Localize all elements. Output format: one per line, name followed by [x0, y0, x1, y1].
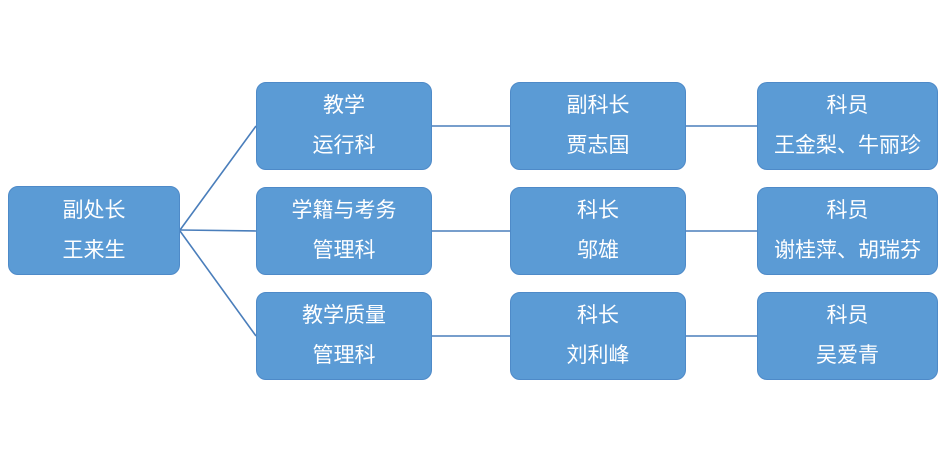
- node-dept-teaching-operation[interactable]: 教学 运行科: [256, 82, 432, 170]
- node-subtitle: 管理科: [312, 344, 376, 367]
- node-person: 谢桂萍、胡瑞芬: [774, 239, 921, 262]
- node-person: 王来生: [62, 238, 126, 262]
- node-leader-section-chief-row3[interactable]: 科长 刘利峰: [510, 292, 686, 380]
- node-title: 副处长: [62, 198, 126, 222]
- node-dept-registration-exam[interactable]: 学籍与考务 管理科: [256, 187, 432, 275]
- node-staff-row2[interactable]: 科员 谢桂萍、胡瑞芬: [757, 187, 938, 275]
- node-person: 王金梨、牛丽珍: [774, 134, 921, 157]
- node-title: 科长: [577, 304, 619, 327]
- node-subtitle: 管理科: [312, 239, 376, 262]
- node-person: 邬雄: [577, 239, 619, 262]
- node-subtitle: 运行科: [312, 134, 376, 157]
- node-staff-row3[interactable]: 科员 吴爱青: [757, 292, 938, 380]
- node-dept-teaching-quality[interactable]: 教学质量 管理科: [256, 292, 432, 380]
- node-staff-row1[interactable]: 科员 王金梨、牛丽珍: [757, 82, 938, 170]
- node-leader-section-chief-row2[interactable]: 科长 邬雄: [510, 187, 686, 275]
- node-person: 贾志国: [566, 134, 630, 157]
- node-person: 吴爱青: [816, 344, 879, 367]
- node-title: 学籍与考务: [291, 199, 397, 222]
- node-title: 科员: [826, 199, 869, 222]
- connector-root-dept2: [179, 229, 257, 232]
- node-title: 副科长: [566, 94, 630, 117]
- connector-root-dept3: [179, 230, 257, 337]
- node-title: 教学: [323, 94, 365, 117]
- node-title: 科长: [577, 199, 619, 222]
- node-title: 教学质量: [302, 304, 386, 327]
- node-title: 科员: [826, 94, 869, 117]
- node-title: 科员: [826, 304, 869, 327]
- connector-root-dept1: [179, 125, 257, 231]
- node-deputy-director[interactable]: 副处长 王来生: [8, 186, 180, 275]
- node-leader-deputy-section-chief[interactable]: 副科长 贾志国: [510, 82, 686, 170]
- node-person: 刘利峰: [566, 344, 630, 367]
